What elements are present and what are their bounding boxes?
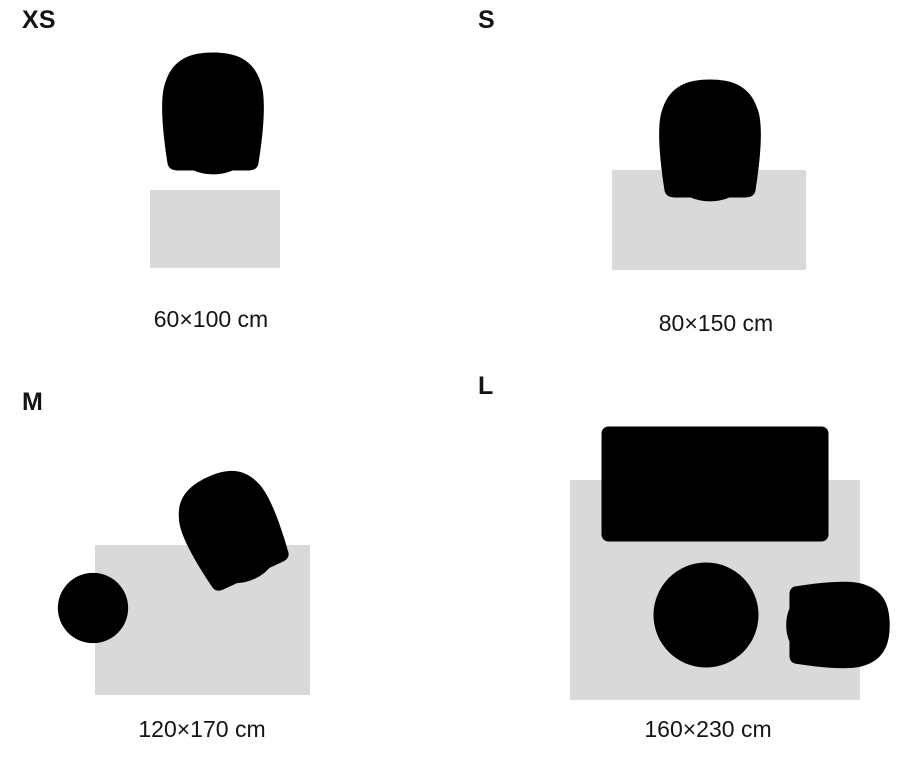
rug-xs — [150, 190, 280, 268]
size-caption-l: 160×230 cm — [644, 716, 772, 742]
size-caption-s: 80×150 cm — [658, 310, 774, 336]
coffee-table-top-view-icon — [653, 562, 759, 668]
panel-xs: XS 60×100 cm — [0, 0, 460, 380]
size-caption-xs: 60×100 cm — [153, 306, 269, 332]
plant-top-view-icon — [57, 572, 129, 644]
armchair-top-view-icon — [786, 581, 890, 669]
sofa-top-view-icon — [601, 426, 829, 542]
panel-l: L 160×230 cm — [460, 372, 920, 760]
panel-s: S 80×150 cm — [460, 0, 920, 380]
size-label-l: L — [478, 372, 494, 400]
armchair-top-view-icon — [659, 79, 761, 202]
size-caption-m: 120×170 cm — [138, 716, 266, 742]
size-label-m: M — [22, 388, 44, 416]
panel-m: M 120×170 cm — [0, 380, 460, 760]
size-label-s: S — [478, 6, 495, 34]
armchair-top-view-icon — [162, 52, 264, 175]
size-label-xs: XS — [22, 6, 56, 34]
